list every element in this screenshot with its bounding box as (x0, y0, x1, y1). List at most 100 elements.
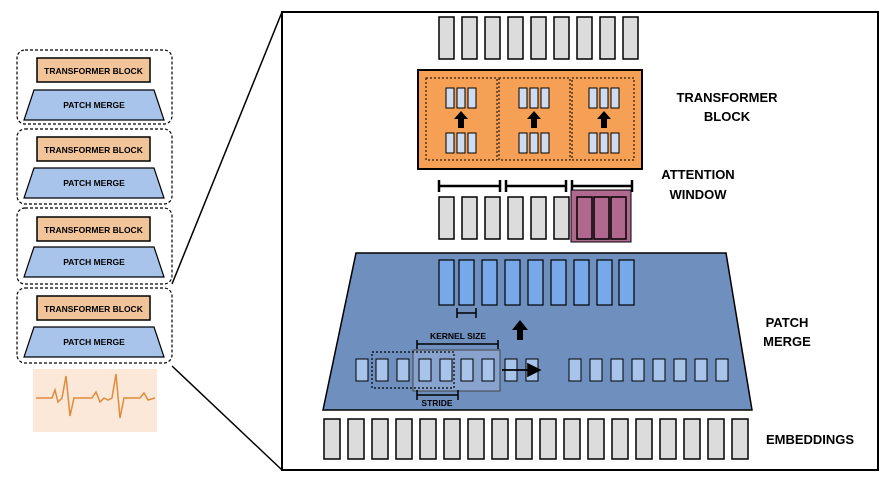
input-patch (694, 358, 708, 382)
stride-label: STRIDE (421, 398, 453, 408)
merged-token (618, 259, 635, 306)
stack-unit-border (16, 287, 173, 364)
output-token (438, 16, 455, 60)
output-token (576, 16, 593, 60)
patch-merge-label: PATCH MERGE (63, 178, 125, 188)
embedding-token (611, 418, 629, 460)
embedding-token (731, 418, 749, 460)
output-token (622, 16, 639, 60)
output-token (553, 16, 570, 60)
stack-unit-border (16, 207, 173, 285)
embedding-token (635, 418, 653, 460)
merged-token (458, 259, 475, 306)
zoom-connector-top (171, 11, 283, 285)
attention-window-cell (425, 77, 498, 161)
patch-merge-detail: KERNEL SIZE (322, 252, 753, 411)
signal-background (33, 369, 157, 432)
window-token (610, 196, 627, 240)
window-token (530, 196, 547, 240)
input-patch (355, 358, 369, 382)
patch-merge-label: PATCH MERGE (63, 337, 125, 347)
attention-window-cell (498, 77, 571, 161)
merged-token (438, 259, 455, 306)
embedding-token (539, 418, 557, 460)
patch-merge-trapezoid (23, 326, 165, 358)
output-tokens (438, 16, 639, 60)
merged-token (527, 259, 544, 306)
patch-merge-label: PATCH MERGE (63, 257, 125, 267)
patch-merge-label-line2: MERGE (763, 334, 811, 349)
output-token (530, 16, 547, 60)
input-patch (652, 358, 666, 382)
input-patch (460, 358, 474, 382)
input-patch (568, 358, 582, 382)
embedding-token (683, 418, 701, 460)
window-token (484, 196, 501, 240)
patch-merge-label: PATCH MERGE (63, 100, 125, 110)
input-patch (439, 358, 453, 382)
up-arrow-icon (512, 320, 528, 340)
patch-merge-trapezoid (23, 167, 165, 199)
embedding-tokens (323, 418, 749, 460)
stack-unit-border (16, 49, 173, 125)
transformer-block-label: TRANSFORMER BLOCK (44, 145, 144, 155)
transformer-block-box (36, 295, 151, 321)
input-patch (610, 358, 624, 382)
transformer-block-box (36, 216, 151, 242)
transformer-block-box (36, 136, 151, 162)
output-token (484, 16, 501, 60)
merged-token (504, 259, 521, 306)
attention-window-brackets (437, 180, 634, 192)
embedding-token (395, 418, 413, 460)
embedding-token (371, 418, 389, 460)
merged-token (573, 259, 590, 306)
transformer-label-line2: BLOCK (704, 109, 751, 124)
window-token (553, 196, 570, 240)
embedding-token (467, 418, 485, 460)
window-token (461, 196, 478, 240)
embedding-token (659, 418, 677, 460)
stack-unit-4: TRANSFORMER BLOCK PATCH MERGE (16, 287, 173, 364)
merged-token (481, 259, 498, 306)
embeddings-label: EMBEDDINGS (766, 432, 854, 447)
embedding-token (587, 418, 605, 460)
input-patch (396, 358, 410, 382)
up-arrow-icon (527, 111, 541, 128)
input-patch (631, 358, 645, 382)
input-patch (375, 358, 389, 382)
embedding-token (347, 418, 365, 460)
output-token (507, 16, 524, 60)
window-token (507, 196, 524, 240)
window-token (593, 196, 610, 240)
patch-merge-trapezoid (23, 246, 165, 278)
ecg-signal (33, 369, 157, 432)
embedding-token (515, 418, 533, 460)
window-tokens (438, 189, 632, 243)
previous-kernel-window (371, 351, 455, 389)
transformer-block-box (417, 69, 643, 170)
kernel-size-label: KERNEL SIZE (430, 331, 486, 341)
attention-label-line1: ATTENTION (661, 167, 734, 182)
stack-unit-3: TRANSFORMER BLOCK PATCH MERGE (16, 207, 173, 285)
stack-unit-2: TRANSFORMER BLOCK PATCH MERGE (16, 128, 173, 205)
merged-token (596, 259, 613, 306)
input-patch (589, 358, 603, 382)
transformer-block-detail (417, 69, 643, 170)
window-token (576, 196, 593, 240)
embedding-token (323, 418, 341, 460)
embedding-token (563, 418, 581, 460)
signal-waveform (36, 373, 156, 419)
merged-token (550, 259, 567, 306)
embedding-token (707, 418, 725, 460)
up-arrow-icon (454, 111, 468, 128)
embedding-token (443, 418, 461, 460)
embedding-token (419, 418, 437, 460)
embedding-token (491, 418, 509, 460)
output-token (599, 16, 616, 60)
patch-merge-label-line1: PATCH (766, 315, 809, 330)
zoom-connector-bottom (171, 365, 283, 471)
input-patch (418, 358, 432, 382)
attention-label-line2: WINDOW (669, 187, 727, 202)
transformer-block-label: TRANSFORMER BLOCK (44, 304, 144, 314)
